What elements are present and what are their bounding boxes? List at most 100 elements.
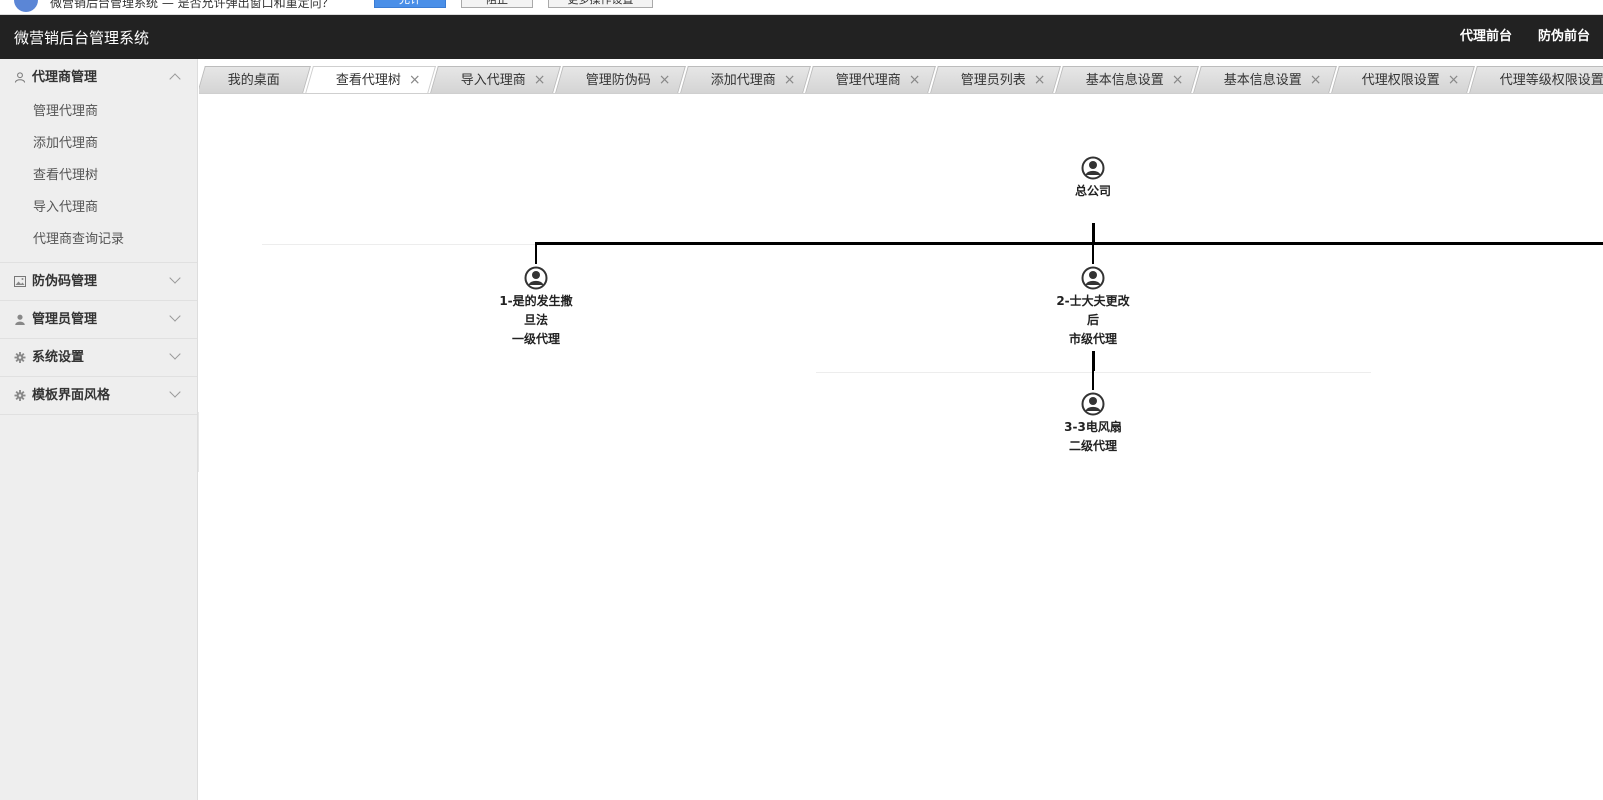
user-avatar-icon: [1081, 266, 1105, 290]
menu-head-label: 系统设置: [32, 350, 85, 365]
tree-node-level: 市级代理: [1068, 332, 1117, 346]
agent-tree-panel: 总公司 1-是的发生撒 旦法 一级代理 2-士大夫更改 后 市级代理 3-3电风…: [199, 94, 1603, 800]
tab-import-agents[interactable]: 导入代理商 ×: [430, 66, 561, 93]
close-icon[interactable]: ×: [909, 72, 921, 88]
info-icon: [14, 0, 38, 12]
tree-connector: [535, 242, 1603, 245]
infobar-allow-button[interactable]: 允许: [374, 0, 446, 8]
tab-manage-agents[interactable]: 管理代理商 ×: [805, 66, 936, 93]
tab-agent-permissions[interactable]: 代理权限设置 ×: [1331, 66, 1476, 93]
tab-label: 基本信息设置: [1085, 73, 1164, 88]
tab-my-desktop[interactable]: 我的桌面: [199, 66, 311, 93]
person-icon: [15, 314, 25, 325]
tab-bar: 我的桌面 查看代理树 × 导入代理商 × 管理防伪码 × 添加代理商 × 管理代…: [199, 59, 1603, 94]
tab-add-agent[interactable]: 添加代理商 ×: [680, 66, 811, 93]
chevron-down-icon: [169, 348, 181, 360]
tab-label: 管理员列表: [960, 73, 1026, 88]
gear-icon: [14, 352, 26, 363]
chevron-down-icon: [169, 310, 181, 322]
tab-agent-tree[interactable]: 查看代理树 ×: [305, 66, 437, 93]
menu-head-system-settings[interactable]: 系统设置: [0, 339, 197, 376]
menu-head-label: 代理商管理: [32, 70, 98, 85]
close-icon[interactable]: ×: [409, 72, 421, 88]
header-nav: 代理前台 防伪前台: [1447, 15, 1603, 59]
user-avatar-icon: [524, 266, 548, 290]
tree-node-name: 1-是的发生撒: [499, 294, 573, 308]
menu-head-label: 管理员管理: [32, 312, 98, 327]
sidebar-item-import-agents[interactable]: 导入代理商: [33, 200, 99, 215]
sidebar-item-agent-tree[interactable]: 查看代理树: [33, 168, 99, 183]
image-icon: [14, 276, 26, 287]
sidebar-item-add-agent[interactable]: 添加代理商: [33, 136, 99, 151]
gear-icon: [14, 390, 26, 401]
chevron-down-icon: [169, 272, 181, 284]
tree-node-level: 一级代理: [511, 332, 560, 346]
header-link-anticounterfeit-frontend[interactable]: 防伪前台: [1537, 29, 1590, 44]
menu-group-admin: 管理员管理: [0, 301, 197, 339]
tab-basic-settings-2[interactable]: 基本信息设置 ×: [1193, 66, 1338, 93]
tree-connector: [535, 244, 537, 264]
tree-node-name: 总公司: [1074, 184, 1111, 198]
menu-group-settings: 系统设置: [0, 339, 197, 377]
tree-node-agent-1[interactable]: 1-是的发生撒 旦法 一级代理: [481, 266, 591, 349]
menu-head-anticounterfeit[interactable]: 防伪码管理: [0, 263, 197, 300]
user-icon: [14, 72, 26, 83]
tree-node-agent-3[interactable]: 3-3电风扇 二级代理: [1038, 392, 1148, 456]
menu-head-admin[interactable]: 管理员管理: [0, 301, 197, 338]
infobar-block-button[interactable]: 阻止: [461, 0, 533, 8]
close-icon[interactable]: ×: [1172, 72, 1184, 88]
close-icon[interactable]: ×: [1034, 72, 1046, 88]
infobar-message: 微营销后台管理系统 — 是否允许弹出窗口和重定向？: [50, 0, 334, 10]
tab-label: 代理等级权限设置: [1499, 73, 1603, 88]
menu-group-agent: 代理商管理 管理代理商 添加代理商 查看代理树 导入代理商 代理商查询记录: [0, 59, 197, 263]
tree-node-name-cont: 后: [1086, 313, 1099, 327]
tab-label: 管理代理商: [835, 73, 901, 88]
close-icon[interactable]: ×: [1448, 72, 1460, 88]
tab-label: 添加代理商: [710, 73, 776, 88]
sidebar-item-agent-query-log[interactable]: 代理商查询记录: [33, 232, 125, 247]
tab-admin-list[interactable]: 管理员列表 ×: [930, 66, 1061, 93]
tree-node-name: 3-3电风扇: [1064, 420, 1122, 434]
tab-agent-level-permissions[interactable]: 代理等级权限设置 ×: [1469, 66, 1603, 93]
top-header: 微营销后台管理系统 代理前台 防伪前台: [0, 15, 1603, 59]
sidebar-item-manage-agents[interactable]: 管理代理商: [33, 104, 99, 119]
tree-node-name: 2-士大夫更改: [1056, 294, 1130, 308]
menu-head-label: 模板界面风格: [32, 388, 111, 403]
infobar-more-button[interactable]: 更多操作设置: [548, 0, 653, 8]
tree-connector: [1092, 223, 1095, 243]
menu-head-template-style[interactable]: 模板界面风格: [0, 377, 197, 414]
chevron-up-icon: [169, 73, 181, 85]
tab-label: 查看代理树: [335, 73, 401, 88]
close-icon[interactable]: ×: [784, 72, 796, 88]
tree-connector: [1092, 351, 1095, 371]
menu-head-label: 防伪码管理: [32, 274, 98, 289]
close-icon[interactable]: ×: [1310, 72, 1322, 88]
close-icon[interactable]: ×: [534, 72, 546, 88]
header-link-agent-frontend[interactable]: 代理前台: [1459, 29, 1512, 44]
user-avatar-icon: [1081, 392, 1105, 416]
app-title: 微营销后台管理系统: [14, 29, 150, 47]
submenu-agent: 管理代理商 添加代理商 查看代理树 导入代理商 代理商查询记录: [0, 96, 197, 262]
tab-label: 我的桌面: [227, 73, 280, 88]
tree-node-level: 二级代理: [1068, 439, 1117, 453]
tab-basic-settings[interactable]: 基本信息设置 ×: [1055, 66, 1199, 93]
tree-connector: [1092, 244, 1094, 264]
menu-head-agent-management[interactable]: 代理商管理: [0, 59, 197, 96]
tab-strip: 我的桌面 查看代理树 × 导入代理商 × 管理防伪码 × 添加代理商 × 管理代…: [199, 66, 1603, 93]
browser-infobar: 微营销后台管理系统 — 是否允许弹出窗口和重定向？ 允许 阻止 更多操作设置: [0, 0, 1603, 15]
user-avatar-icon: [1081, 156, 1105, 180]
tab-label: 代理权限设置: [1361, 73, 1440, 88]
tab-label: 管理防伪码: [585, 73, 651, 88]
tab-manage-anticounterfeit[interactable]: 管理防伪码 ×: [555, 66, 686, 93]
close-icon[interactable]: ×: [659, 72, 671, 88]
tree-node-agent-2[interactable]: 2-士大夫更改 后 市级代理: [1038, 266, 1148, 349]
tab-label: 基本信息设置: [1223, 73, 1302, 88]
tree-node-root[interactable]: 总公司: [1038, 156, 1148, 201]
menu-group-anticounterfeit: 防伪码管理: [0, 263, 197, 301]
tab-label: 导入代理商: [460, 73, 526, 88]
sidebar: 代理商管理 管理代理商 添加代理商 查看代理树 导入代理商 代理商查询记录 防伪…: [0, 59, 198, 800]
menu-group-template: 模板界面风格: [0, 377, 197, 415]
tree-connector: [1092, 371, 1094, 390]
tree-node-name-cont: 旦法: [523, 313, 548, 327]
chevron-down-icon: [169, 386, 181, 398]
